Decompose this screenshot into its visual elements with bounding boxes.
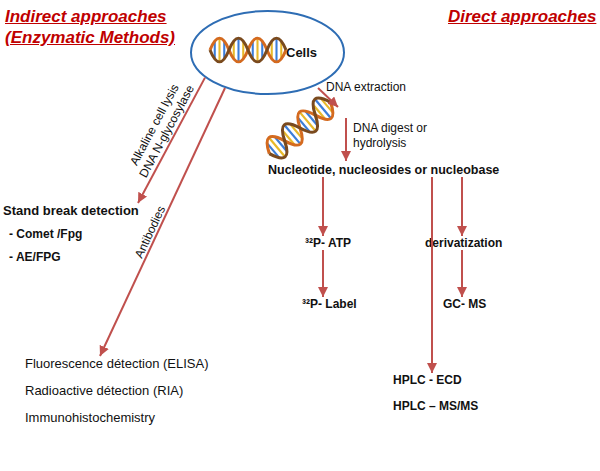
ellipse-outline — [190, 10, 345, 95]
node-text: ³²P- ATP — [305, 236, 351, 250]
node-text: Cells — [286, 45, 317, 60]
connector-arrow — [322, 250, 324, 297]
method-text: GC- MS — [443, 297, 486, 311]
method-group: Fluorescence détection (ELISA) Radioactiv… — [25, 356, 240, 425]
cell-ellipse: Cells — [190, 10, 345, 95]
connector-arrow — [461, 177, 463, 236]
connector-arrow — [461, 250, 463, 297]
step-text: derivatization — [425, 236, 502, 250]
node-text: HPLC – MS/MS — [393, 399, 478, 413]
product-text: Nucleotide, nucleosides or nucleobase — [268, 163, 499, 177]
ellipse-shape — [191, 11, 344, 94]
connector-arrow — [322, 177, 324, 236]
extraction-arrow — [318, 88, 338, 107]
cell-dna-illustration — [210, 38, 286, 62]
step-text: ³²P- ATP — [305, 236, 351, 250]
step-label: DNA digest or hydrolysis — [353, 121, 435, 151]
node-text: Radioactive détection (RIA) — [25, 383, 240, 398]
node-text: HPLC - ECD — [393, 373, 478, 387]
connector-arrow — [431, 177, 433, 373]
step-label: DNA extraction — [326, 80, 406, 94]
method-text: ³²P- Label — [302, 297, 357, 311]
node-text: Stand break detection — [3, 203, 173, 218]
extracted-dna-illustration — [261, 93, 338, 164]
node-text: derivatization — [425, 236, 502, 250]
edge-label: Alkaline cell lysis DNA N-glycosylase — [121, 71, 200, 186]
node-text: GC- MS — [443, 297, 486, 311]
section-heading: Indirect approaches (Enzymatic Methods) — [5, 6, 190, 48]
node-text: - AE/FPG — [9, 250, 173, 264]
node-text: ³²P- Label — [302, 297, 357, 311]
node-text: Nucleotide, nucleosides or nucleobase — [268, 163, 499, 177]
node-text: Immunohistochemistry — [25, 410, 240, 425]
digest-arrow — [345, 118, 347, 161]
node-text: Fluorescence détection (ELISA) — [25, 356, 240, 371]
method-group: HPLC - ECD HPLC – MS/MS — [393, 373, 478, 413]
section-heading: Direct approaches — [448, 6, 596, 27]
